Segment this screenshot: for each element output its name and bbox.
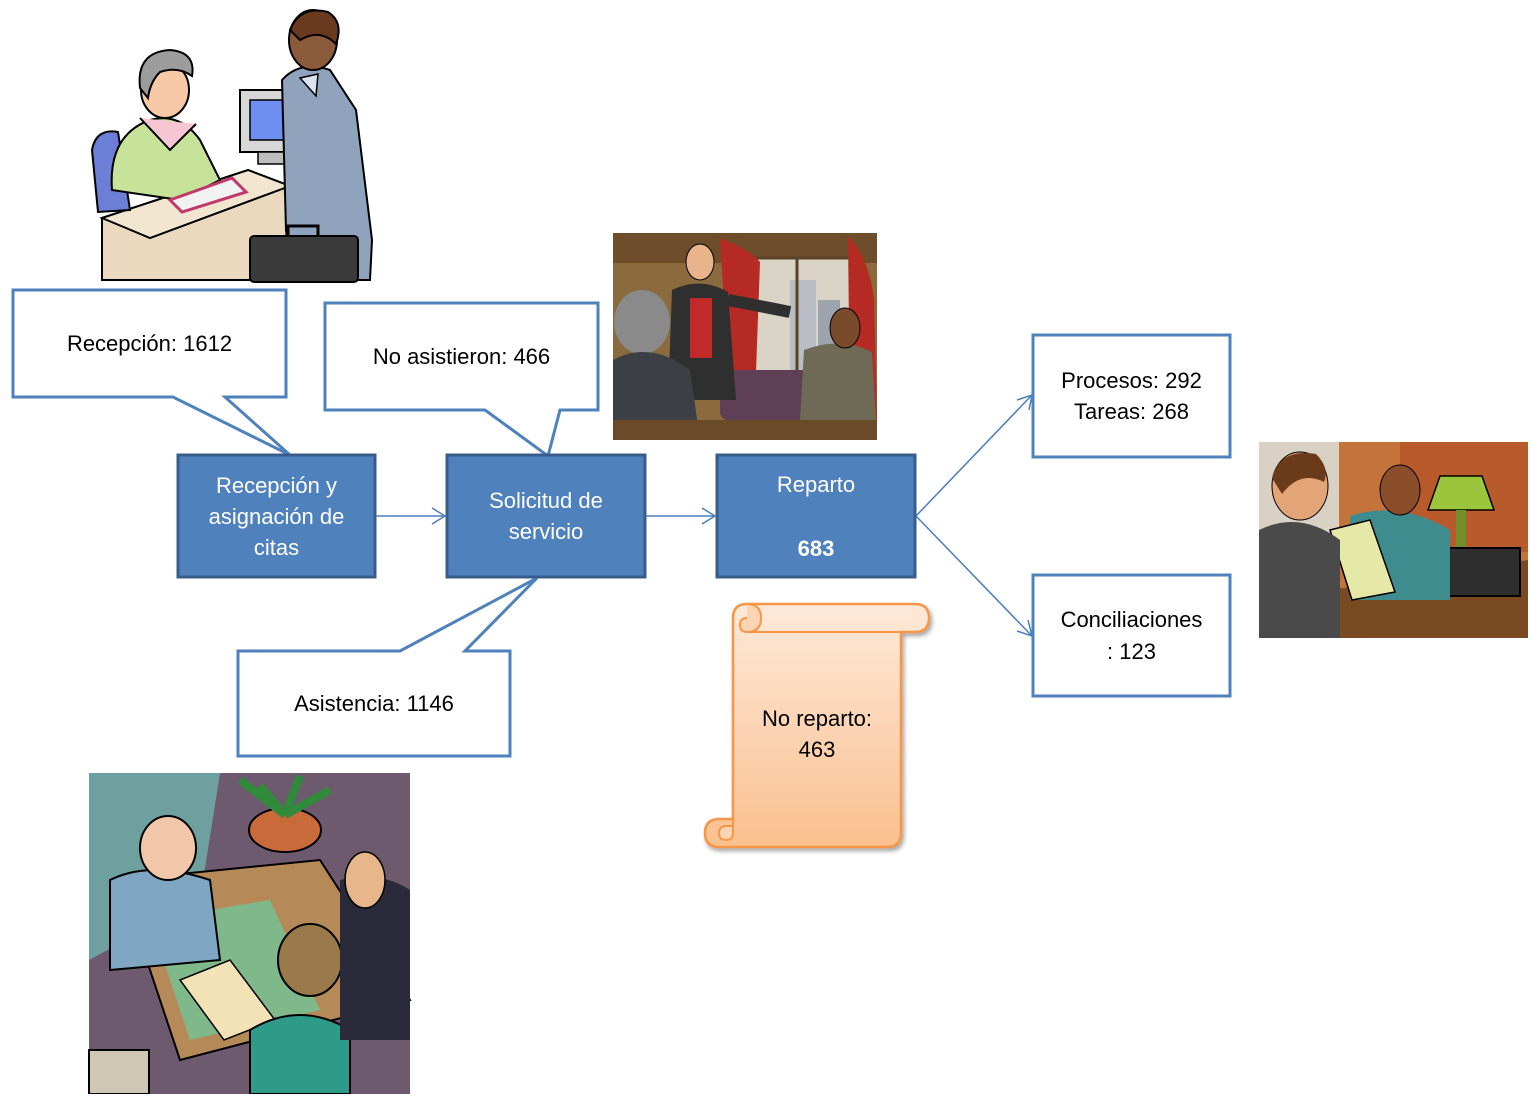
service-request-step-label: Solicitud de servicio [489, 488, 603, 544]
callout-attendance-text: Asistencia: 1146 [294, 691, 454, 716]
no-distribution-count: 463 [798, 737, 836, 762]
conciliations-count: : 123 [1107, 639, 1156, 664]
connector-distribution-to-processes [915, 393, 1033, 517]
no-distribution-label: No reparto: [761, 706, 873, 731]
callout-attendance-shape [236, 576, 539, 758]
callout-reception-text: Recepción: 1612 [66, 331, 233, 356]
callout-no-show-text: No asistieron: 466 [372, 344, 551, 369]
no-distribution-scroll [703, 602, 931, 849]
tasks-count: Tareas: 268 [1074, 399, 1189, 424]
receptionist-clipart [90, 9, 374, 283]
conciliations-label: Conciliaciones [1060, 607, 1203, 632]
conference-table-clipart [88, 773, 412, 1095]
conciliations-box [1031, 573, 1232, 698]
connector-reception-to-request [376, 507, 447, 525]
distribution-step-label: Reparto [776, 472, 856, 497]
distribution-step-box [715, 453, 917, 579]
service-request-step-box [445, 453, 647, 579]
reception-step-box [176, 453, 377, 579]
distribution-step-value: 683 [797, 536, 835, 561]
connector-distribution-to-conciliations [915, 515, 1034, 638]
connector-request-to-distribution [646, 507, 717, 525]
meeting-room-clipart [613, 233, 877, 440]
reception-step-label: Recepción y asignación de citas [208, 473, 345, 560]
processes-box [1031, 333, 1232, 459]
callout-reception-shape [11, 288, 291, 457]
negotiation-clipart [1259, 442, 1528, 638]
processes-count: Procesos: 292 [1061, 368, 1202, 393]
callout-no-show-shape [323, 301, 600, 459]
